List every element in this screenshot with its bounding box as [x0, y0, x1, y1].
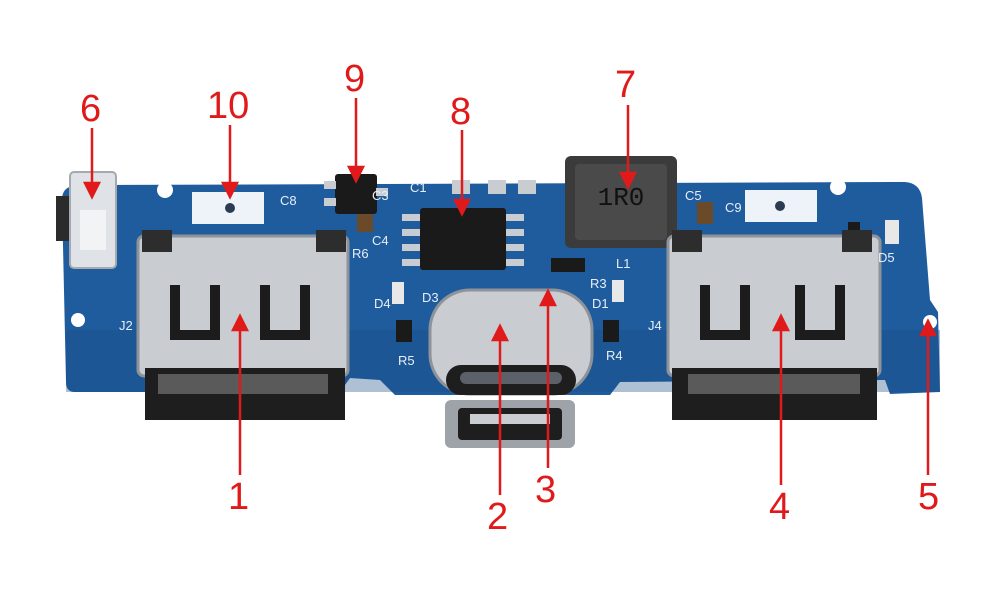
silk-l1: L1 — [616, 256, 630, 271]
callout-3: 3 — [535, 469, 557, 511]
mount-hole — [830, 179, 846, 195]
callout-7: 7 — [615, 64, 637, 106]
silk-r5: R5 — [398, 353, 415, 368]
usb-a-port-right — [666, 230, 882, 420]
test-pad-left — [192, 192, 264, 224]
silk-j4: J4 — [648, 318, 662, 333]
callout-6: 6 — [80, 88, 102, 130]
silk-d1: D1 — [592, 296, 609, 311]
inductor-marking: 1R0 — [598, 183, 645, 213]
silk-r6: R6 — [352, 246, 369, 261]
silk-c9: C9 — [725, 200, 742, 215]
silk-j2: J2 — [119, 318, 133, 333]
callout-5: 5 — [918, 476, 940, 518]
silk-d3: D3 — [422, 290, 439, 305]
callout-9: 9 — [344, 58, 366, 100]
test-pad-right — [745, 190, 817, 222]
small-ic — [324, 174, 388, 214]
slide-switch — [56, 171, 117, 269]
silk-c4: C4 — [372, 233, 389, 248]
main-ic — [402, 208, 524, 270]
micro-usb-port — [445, 400, 575, 448]
silk-d4: D4 — [374, 296, 391, 311]
silk-c5: C5 — [685, 188, 702, 203]
callout-10: 10 — [207, 85, 250, 127]
callout-8: 8 — [450, 91, 472, 133]
usb-c-port — [428, 288, 594, 396]
silk-c1: C1 — [410, 180, 427, 195]
callout-lines — [82, 98, 938, 495]
silk-r4: R4 — [606, 348, 623, 363]
silk-c3: C3 — [372, 188, 389, 203]
usb-a-port-left — [136, 230, 350, 420]
inductor: 1R0 — [565, 156, 677, 248]
silk-d5: D5 — [878, 250, 895, 265]
mount-hole — [157, 182, 173, 198]
callout-2: 2 — [487, 496, 509, 538]
callout-4: 4 — [769, 486, 791, 528]
callout-1: 1 — [228, 476, 250, 518]
mount-hole — [71, 313, 85, 327]
silk-c8: C8 — [280, 193, 297, 208]
silk-r3: R3 — [590, 276, 607, 291]
